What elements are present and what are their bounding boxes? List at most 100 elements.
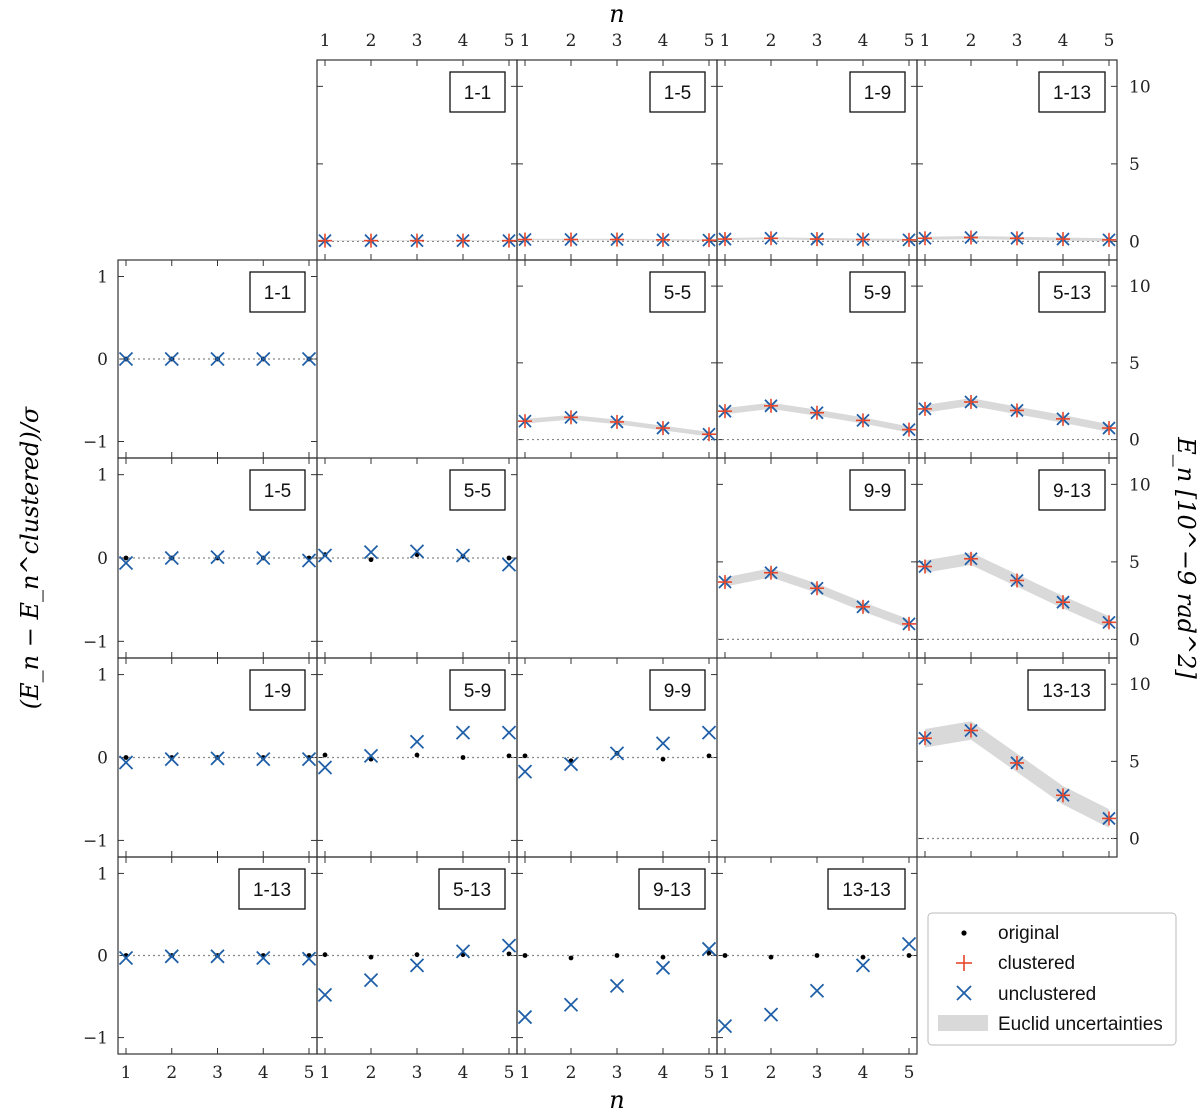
- right-ytick-label: 10: [1129, 277, 1151, 297]
- upper-panel-13-13-clustered-point: [964, 723, 978, 738]
- left-ytick-label: −1: [83, 1029, 108, 1049]
- upper-panel-5-5-label: 5-5: [664, 283, 691, 304]
- lower-panel-1-9-original-point: [123, 755, 129, 760]
- lower-panel-5-5-unclustered-point-b: [409, 544, 425, 559]
- lower-panel-9-13-original-point: [568, 955, 574, 961]
- bottom-xtick-label: 5: [904, 1063, 915, 1083]
- lower-panel-5-13-unclustered-point: [317, 987, 333, 1003]
- lower-panel-5-5-unclustered-point-b: [363, 545, 379, 560]
- lower-panel-13-13-original-point: [906, 953, 912, 958]
- lower-panel-13-13-unclustered-point: [717, 1018, 733, 1034]
- lower-panel-1-5-unclustered-point-b: [210, 550, 225, 565]
- lower-panel-1-9-unclustered-point-b: [301, 752, 317, 767]
- upper-panel-9-13-label: 9-13: [1053, 481, 1091, 502]
- lower-panel-9-9-unclustered-point: [655, 736, 671, 751]
- upper-panel-13-13-clustered-point: [918, 731, 932, 746]
- upper-panel-5-5-clustered-point: [702, 427, 716, 442]
- right-ytick-label: 0: [1129, 829, 1140, 849]
- upper-panel-5-5-clustered-point: [564, 410, 578, 425]
- lower-panel-9-13-unclustered-point-b: [655, 960, 671, 975]
- bottom-xtick-label: 3: [412, 1063, 423, 1083]
- upper-panel-9-9-clustered-point: [764, 565, 778, 580]
- lower-panel-9-13-box: [638, 868, 706, 910]
- lower-panel-1-5-unclustered-point: [164, 550, 179, 566]
- upper-panel-9-13-clustered-point: [918, 559, 932, 574]
- right-ytick-label: 0: [1129, 630, 1140, 650]
- lower-panel-13-13-unclustered-point: [763, 1007, 779, 1022]
- lower-panel-1-5-original-point: [123, 555, 129, 561]
- lower-panel-13-13-unclustered-point: [809, 983, 825, 998]
- upper-panel-5-9-clustered-point: [718, 404, 732, 419]
- upper-panel-1-13-clustered-point: [1010, 231, 1024, 246]
- lower-panel-1-13-unclustered-point: [301, 951, 317, 966]
- legend-box: [927, 912, 1177, 1046]
- lower-panel-1-5-unclustered-point: [301, 553, 317, 568]
- upper-panel-9-13-band: [925, 552, 1109, 629]
- lower-panel-5-5-unclustered-point-b: [317, 548, 333, 563]
- top-x-axis-title: n: [609, 0, 624, 28]
- top-xtick-label: 1: [720, 31, 731, 51]
- upper-panel-5-9-label: 5-9: [864, 283, 891, 304]
- upper-panel-13-13-label: 13-13: [1042, 681, 1091, 702]
- top-xtick-label: 1: [920, 31, 931, 51]
- lower-panel-5-13-original-point: [322, 952, 328, 958]
- upper-panel-9-13-clustered-point: [1102, 615, 1116, 630]
- lower-panel-5-13-unclustered-point: [501, 938, 517, 953]
- legend-original-marker: [961, 930, 967, 936]
- top-xtick-label: 3: [412, 31, 423, 51]
- lower-panel-9-13-unclustered-point-b: [609, 978, 625, 994]
- bottom-xtick-label: 1: [520, 1063, 531, 1083]
- top-xtick-label: 1: [520, 31, 531, 51]
- left-ytick-label: 1: [97, 666, 108, 686]
- upper-panel-1-13-clustered-point: [1056, 232, 1070, 247]
- upper-panel-5-5-box: [649, 271, 706, 313]
- upper-panel-9-9-band: [725, 568, 909, 629]
- legend-clustered-marker: [956, 955, 972, 971]
- lower-panel-9-13-unclustered-point: [563, 997, 579, 1012]
- lower-panel-5-13-unclustered-point-b: [409, 958, 425, 973]
- right-ytick-label: 5: [1129, 553, 1140, 573]
- upper-panel-5-5-clustered-point: [656, 421, 670, 436]
- lower-panel-5-9-original-point: [414, 752, 420, 758]
- lower-panel-9-13-unclustered-point-b: [563, 997, 579, 1012]
- top-xtick-label: 4: [858, 31, 869, 51]
- bottom-xtick-label: 3: [212, 1063, 223, 1083]
- upper-panel-1-1-box: [449, 71, 506, 113]
- left-ytick-label: −1: [83, 433, 108, 453]
- lower-panel-9-13-original-point: [706, 950, 712, 956]
- upper-panel-1-9-clustered-point: [810, 232, 824, 247]
- upper-panel-1-5-label: 1-5: [664, 83, 691, 104]
- lower-panel-5-5-unclustered-point: [317, 548, 333, 563]
- lower-panel-1-1-label: 1-1: [264, 283, 291, 304]
- upper-panel-1-13-box: [1038, 71, 1106, 113]
- lower-panel-5-5-unclustered-point: [501, 557, 517, 572]
- upper-panel-9-9-box: [849, 469, 906, 511]
- lower-panel-9-13-original-point: [614, 953, 620, 958]
- bottom-xtick-label: 2: [366, 1063, 377, 1083]
- lower-panel-9-9-original-point: [660, 756, 666, 762]
- lower-panel-5-5-unclustered-point: [363, 545, 379, 560]
- lower-panel-5-5-label: 5-5: [464, 481, 491, 502]
- top-xtick-label: 5: [904, 31, 915, 51]
- lower-panel-9-9-original-point: [706, 753, 712, 759]
- upper-panel-1-13-clustered-point: [918, 231, 932, 246]
- lower-panel-5-13-original-point: [506, 951, 512, 957]
- lower-panel-1-9-unclustered-point: [210, 751, 225, 766]
- lower-panel-9-9-unclustered-point-b: [655, 736, 671, 751]
- lower-panel-1-9-unclustered-point-b: [164, 752, 179, 767]
- lower-panel-1-5-label: 1-5: [264, 481, 291, 502]
- lower-panel-13-13-box: [827, 868, 906, 910]
- lower-panel-1-1-unclustered-point: [118, 351, 134, 367]
- lower-panel-1-13-unclustered-point: [164, 949, 179, 964]
- lower-panel-1-9-unclustered-point-b: [256, 752, 271, 767]
- lower-panel-5-5-original-point: [506, 555, 512, 561]
- upper-panel-1-13-clustered-point: [964, 230, 978, 245]
- lower-panel-9-9-original-point: [522, 753, 528, 759]
- lower-panel-9-9-unclustered-point-b: [517, 764, 533, 779]
- upper-panel-13-13-band: [925, 721, 1109, 828]
- top-xtick-label: 2: [566, 31, 577, 51]
- upper-panel-1-1-label: 1-1: [464, 83, 491, 104]
- lower-panel-1-13-box: [238, 868, 306, 910]
- top-xtick-label: 2: [766, 31, 777, 51]
